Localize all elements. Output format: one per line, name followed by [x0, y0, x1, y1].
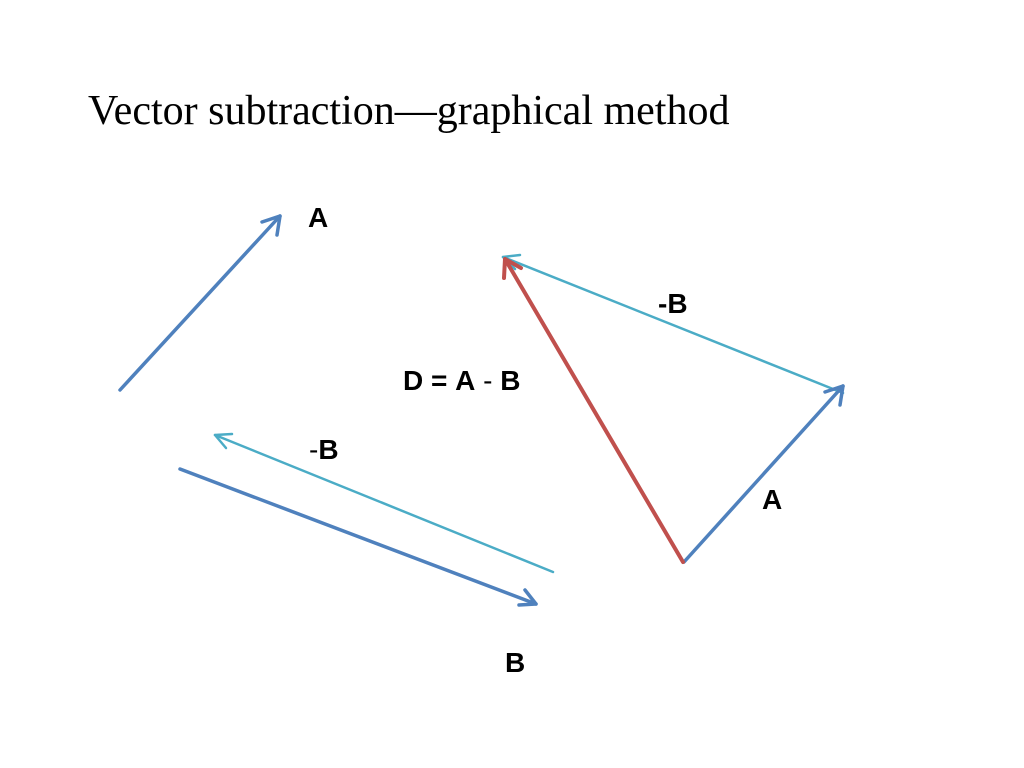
vector-a-left [118, 214, 282, 392]
label-neg-b-right-text: -B [658, 288, 688, 319]
label-a-right-text: A [762, 484, 783, 515]
vector-neg-b-right [501, 253, 845, 395]
equation-label: D = A - B [403, 367, 521, 395]
label-a-left: A [308, 204, 328, 232]
label-a-right: A [762, 486, 782, 514]
vector-d [502, 257, 685, 564]
label-neg-b-right: -B [658, 290, 688, 318]
equation-a: A [455, 365, 476, 396]
label-a-left-text: A [308, 202, 329, 233]
label-neg-b-left: -B [309, 436, 339, 464]
label-neg-b-left-letter: B [318, 434, 339, 465]
vector-a-right [682, 384, 845, 564]
slide-title: Vector subtraction—graphical method [88, 88, 730, 134]
label-b-text: B [505, 647, 526, 678]
vector-b [178, 467, 538, 607]
equation-lhs: D [403, 365, 424, 396]
equation-equals: = [431, 365, 448, 396]
label-b: B [505, 649, 525, 677]
equation-b: B [500, 365, 521, 396]
equation-minus: - [483, 365, 493, 396]
vector-neg-b-left [213, 432, 555, 574]
label-neg-b-left-sign: - [309, 434, 319, 465]
